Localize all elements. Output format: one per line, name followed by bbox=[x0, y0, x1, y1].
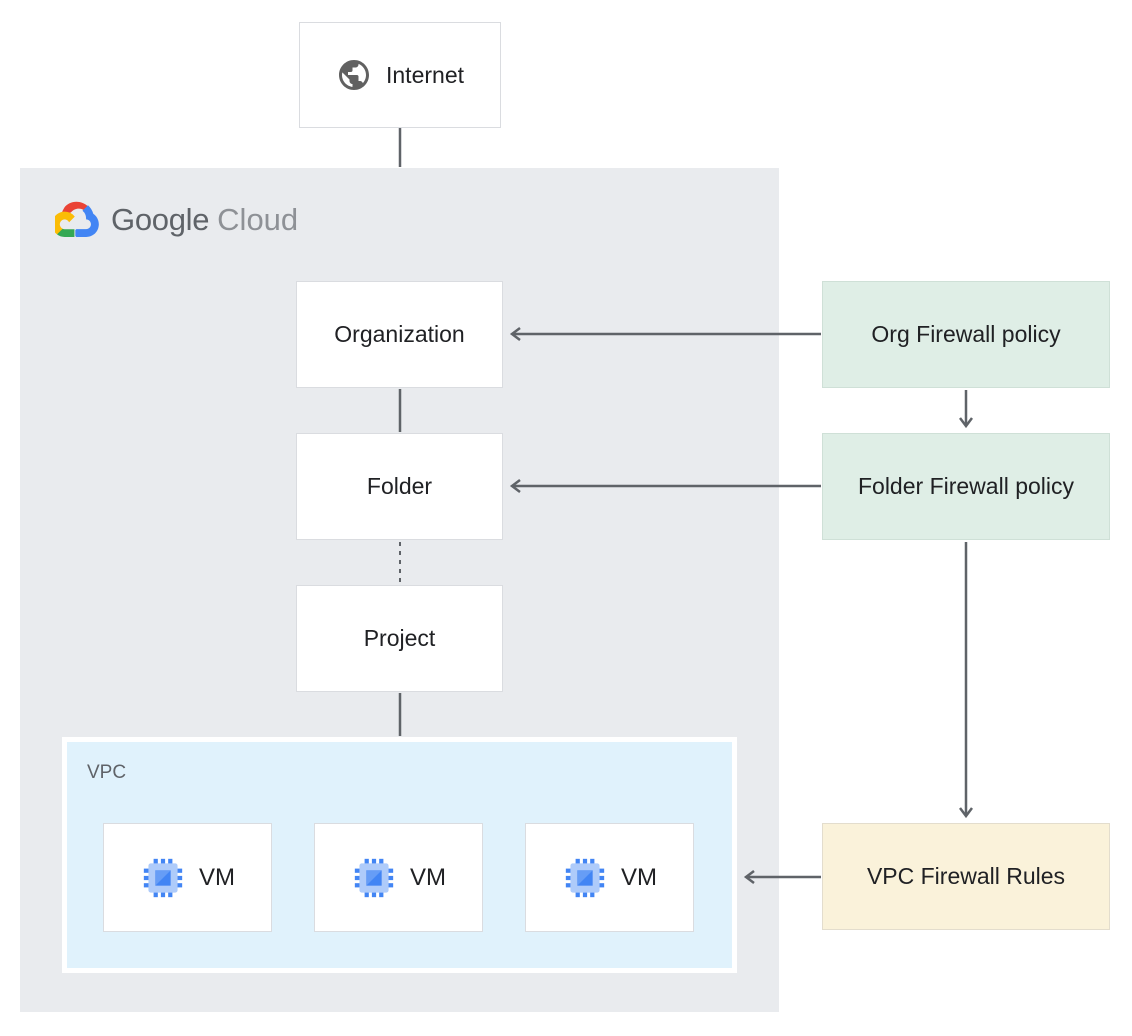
organization-node: Organization bbox=[296, 281, 503, 388]
compute-engine-icon bbox=[565, 858, 605, 897]
internet-node: Internet bbox=[299, 22, 501, 128]
vpc-label: VPC bbox=[87, 762, 127, 783]
vpc-firewall-rules-label: VPC Firewall Rules bbox=[866, 863, 1066, 889]
org-firewall-policy-label: Org Firewall policy bbox=[871, 321, 1061, 347]
vm-label: VM bbox=[199, 863, 235, 891]
organization-label: Organization bbox=[334, 321, 465, 347]
vm-label: VM bbox=[621, 863, 657, 891]
globe-icon bbox=[339, 60, 369, 90]
brand-cloud: Cloud bbox=[217, 201, 299, 237]
compute-engine-icon bbox=[143, 858, 183, 897]
vpc-firewall-rules-node: VPC Firewall Rules bbox=[822, 823, 1110, 930]
vm-node: VM bbox=[314, 823, 483, 932]
vm-label: VM bbox=[410, 863, 446, 891]
org-firewall-policy-node: Org Firewall policy bbox=[822, 281, 1110, 388]
vm-node: VM bbox=[525, 823, 694, 932]
folder-firewall-policy-label: Folder Firewall policy bbox=[857, 473, 1074, 499]
google-cloud-logo: Google Cloud bbox=[55, 201, 298, 238]
compute-engine-icon bbox=[354, 858, 394, 897]
project-node: Project bbox=[296, 585, 503, 692]
brand-google: Google bbox=[111, 201, 210, 237]
folder-label: Folder bbox=[366, 473, 433, 499]
folder-firewall-policy-node: Folder Firewall policy bbox=[822, 433, 1110, 540]
folder-node: Folder bbox=[296, 433, 503, 540]
project-label: Project bbox=[363, 625, 436, 651]
vm-node: VM bbox=[103, 823, 272, 932]
internet-label: Internet bbox=[386, 61, 464, 88]
google-cloud-logo-icon bbox=[55, 201, 99, 237]
